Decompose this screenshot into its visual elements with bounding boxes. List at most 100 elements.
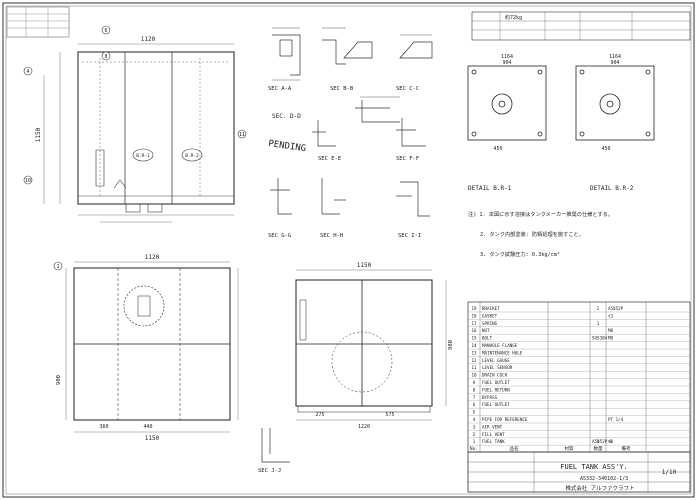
parts-cell-no: 17 [471,321,477,326]
note-2: 2. タンク内部塗装: 防錆処理を施すこと。 [480,230,584,238]
label-sec-b-b: SEC B-B [330,86,354,92]
dim-top-height: 1150 [35,127,42,142]
parts-cell-qty: 2 [597,306,600,311]
sheet-number: 1/10 [662,469,677,476]
parts-cell-remark: t3 [608,439,614,444]
parts-cell-no: 1 [473,439,476,444]
parts-cell-remark: t3 [608,313,614,318]
note-sec-d-d: SEC. D-D [272,113,301,120]
parts-cell-no: 5 [473,410,476,415]
parts-cell-name: FILL VENT [482,432,505,437]
parts-cell-no: 13 [471,350,477,355]
parts-header-cell: 備考 [622,445,631,452]
dim-br2-904: 904 [610,60,619,66]
parts-cell-no: 8 [473,387,476,392]
parts-cell-material: A5052P-H [592,439,613,444]
parts-cell-qty: 1 [597,439,600,444]
dim-side-1220: 1220 [358,424,370,430]
parts-header-cell: No. [470,446,478,452]
parts-cell-remark: A5052P [608,306,624,311]
dim-side-height: 980 [448,340,454,350]
parts-cell-no: 15 [471,336,477,341]
label-sec-a-a: SEC A-A [268,86,292,92]
parts-cell-name: BRACKET [482,306,500,311]
parts-cell-name: LEVEL GAUGE [482,358,510,363]
parts-cell-name: MANHOLE FLANGE [482,343,518,348]
dim-plan-overall: 1150 [145,435,160,442]
dim-plan-360: 360 [99,424,108,430]
parts-cell-name: FUEL OUTLET [482,380,510,385]
dim-br2-1164: 1164 [609,54,621,60]
label-sec-i-i: SEC I-I [398,233,421,239]
parts-cell-remark: M8 [608,328,614,333]
parts-cell-name: BYPASS [482,395,498,400]
parts-cell-name: MAINTENANCE HOLE [482,350,523,355]
parts-cell-remark: PT 1/4 [608,417,624,422]
drawing-title: FUEL TANK ASS'Y. [560,463,627,471]
parts-cell-no: 14 [471,343,477,348]
parts-cell-no: 12 [471,358,477,363]
dim-plan-width: 1120 [145,254,160,261]
dim-br1-1164: 1164 [501,54,513,60]
parts-cell-no: 4 [473,417,476,422]
parts-cell-material: SUS304 [592,336,608,341]
parts-cell-no: 7 [473,395,476,400]
dim-plan-440: 440 [143,424,152,430]
parts-cell-name: FUEL RETURN [482,387,510,392]
parts-header-cell: 品名 [510,445,519,452]
label-detail-br1: DETAIL B.R-1 [468,185,512,192]
company-name: 株式会社 アルファクラフト [565,484,634,492]
label-sec-j-j: SEC J-J [258,468,281,474]
section-sketches [261,27,433,463]
parts-cell-name: SPRING [482,321,498,326]
parts-cell-name: FUEL TANK [482,439,505,444]
label-sec-f-f: SEC F-F [396,156,419,162]
side-view [295,269,447,421]
parts-cell-name: AIR VENT [482,424,503,429]
dim-side-575: 575 [385,412,394,418]
label-sec-h-h: SEC H-H [320,233,343,239]
parts-cell-name: NUT [482,328,490,333]
parts-cell-no: 11 [471,365,477,370]
callout-number: 6 [104,28,107,34]
front-view [43,43,235,223]
parts-cell-no: 6 [473,402,476,407]
title-block [467,451,691,493]
drawing-number: A5332-340102-1/3 [580,476,628,482]
dim-plan-height: 900 [56,375,62,385]
dim-top-width: 1120 [141,36,156,43]
callout-number: 10 [25,178,31,184]
pending-stamp: PENDING [268,139,307,154]
callout-number: 8 [104,54,107,60]
parts-header-cell: 数量 [594,445,603,452]
parts-header-cell: 材質 [565,445,574,452]
parts-cell-no: 19 [471,306,477,311]
detail-br1 [467,65,547,141]
tag-br1: B.R-1 [136,153,150,159]
parts-cell-no: 2 [473,432,476,437]
parts-list-header: No. 品名 材質 数量 備考 [470,445,631,452]
callout-group [23,25,247,271]
parts-cell-name: PIPE FOR REFERENCE [482,417,528,422]
parts-cell-no: 10 [471,373,477,378]
parts-cell-no: 18 [471,313,477,318]
callout-number: 1 [56,264,59,270]
parts-cell-remark: M8 [608,336,614,341]
label-sec-g-g: SEC G-G [268,233,291,239]
dim-br1-450: 450 [493,146,502,152]
detail-br2 [575,65,655,141]
parts-cell-name: FUEL OUTLET [482,402,510,407]
label-detail-br2: DETAIL B.R-2 [590,185,634,192]
parts-cell-name: BOLT [482,336,493,341]
parts-cell-qty: 1 [597,321,600,326]
revision-block [6,6,70,38]
parts-cell-no: 9 [473,380,476,385]
parts-cell-name: DRAIN COCK [482,373,508,378]
label-sec-c-c: SEC C-C [396,86,419,92]
parts-cell-no: 3 [473,424,476,429]
tag-br2: B.R-2 [185,153,199,159]
dim-side-275: 275 [315,412,324,418]
parts-cell-no: 16 [471,328,477,333]
